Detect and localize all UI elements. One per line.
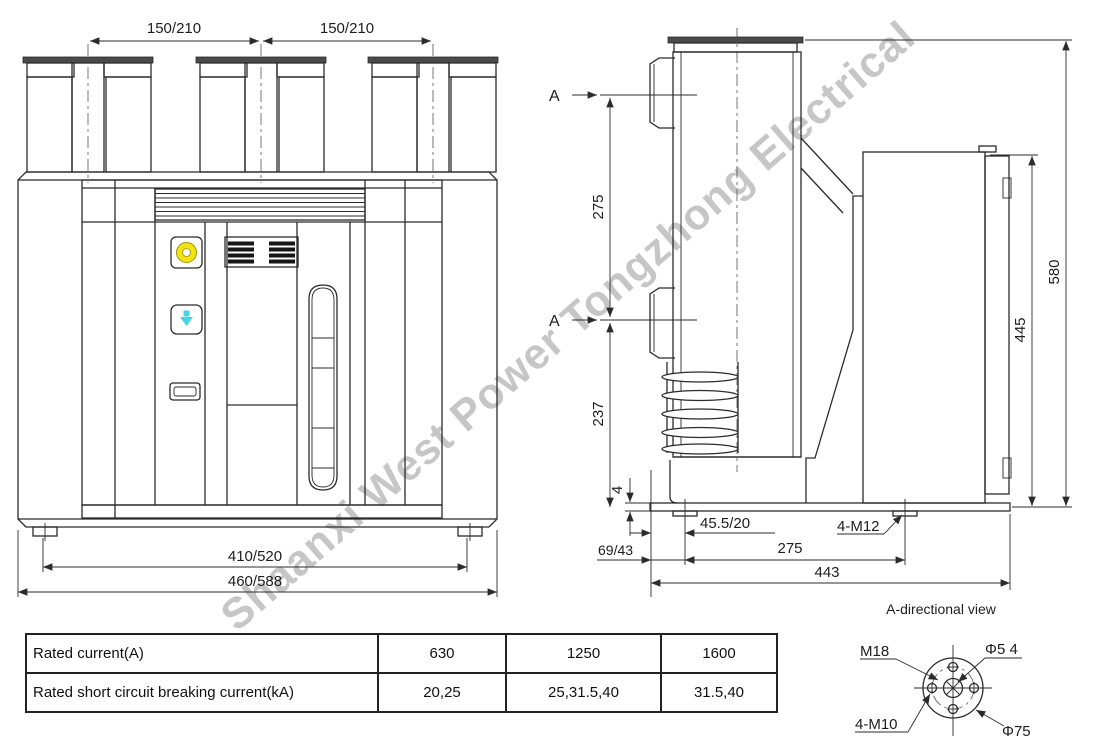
dim-mount-width: 410/520 [228, 548, 282, 565]
row-label: Rated current(A) [25, 633, 379, 674]
bushing-cap [195, 56, 327, 64]
rating-table: Rated current(A) 630 1250 1600 Rated sho… [25, 633, 778, 713]
front-bushings [22, 56, 499, 173]
callout-center-thread: M18 [860, 643, 889, 660]
front-bottom-dimensions: 410/520 460/588 [17, 530, 498, 597]
front-enclosure [17, 171, 498, 541]
bolt-holes [926, 661, 980, 715]
section-markers: A A [549, 88, 697, 330]
dim-overall-width: 460/588 [228, 573, 282, 590]
dim-front-edge-offset: 69/43 [598, 542, 633, 558]
callout-holes: 4-M10 [855, 716, 898, 733]
a-view-title: A-directional view [886, 601, 997, 617]
cyan-indicator-icon [180, 310, 193, 326]
a-directional-view: A-directional view M18 Φ5 4 [855, 601, 1031, 740]
side-view: A A 275 237 4 [549, 28, 1072, 597]
side-left-dimensions: 275 237 4 [590, 98, 650, 536]
mechanism-box [800, 137, 1012, 504]
cell-value: 1600 [660, 633, 778, 674]
dim-foot-pitch: 275 [777, 540, 802, 557]
dim-pole-pitch-right: 150/210 [320, 20, 374, 37]
base-frame [649, 456, 1011, 521]
row-label: Rated short circuit breaking current(kA) [25, 672, 379, 713]
side-right-dimensions: 445 580 [805, 39, 1072, 508]
dim-pole-pitch-left: 150/210 [147, 20, 201, 37]
center-hole [942, 677, 964, 699]
side-bottom-dimensions: 45.5/20 69/43 275 443 4-M12 [597, 470, 1011, 597]
callout-foot-holes: 4-M12 [837, 518, 880, 535]
vent-grilles [224, 236, 299, 268]
louver-strip [154, 188, 366, 221]
cell-value: 20,25 [377, 672, 507, 713]
front-panel [81, 179, 443, 519]
front-top-dimensions: 150/210 150/210 [90, 20, 431, 45]
lower-bushing-sheds [661, 362, 739, 455]
charging-handle-slot[interactable] [169, 382, 201, 401]
lower-terminal [649, 287, 675, 359]
pole-cap [667, 36, 804, 44]
table-row: Rated current(A) 630 1250 1600 [25, 633, 778, 674]
dim-lower-terminal-height: 237 [590, 401, 607, 426]
terminal-outer-circle [922, 657, 984, 719]
section-a-bottom: A [549, 313, 560, 330]
front-view: 150/210 150/210 [17, 20, 499, 597]
dim-base-plate-thickness: 4 [609, 486, 626, 494]
dim-front-foot-offset: 45.5/20 [700, 515, 750, 532]
bushing-cap [367, 56, 499, 64]
upper-terminal [649, 57, 675, 129]
cell-value: 630 [377, 633, 507, 674]
position-window [308, 284, 338, 491]
cell-value: 25,31.5,40 [505, 672, 662, 713]
cell-value: 1250 [505, 633, 662, 674]
dim-terminal-spacing: 275 [590, 194, 607, 219]
dim-overall-height: 580 [1046, 259, 1063, 284]
table-row: Rated short circuit breaking current(kA)… [25, 672, 778, 713]
dim-overall-depth: 443 [814, 564, 839, 581]
cell-value: 31.5,40 [660, 672, 778, 713]
dim-frame-height: 445 [1012, 317, 1029, 342]
section-a-top: A [549, 88, 560, 105]
opening-button[interactable] [170, 304, 203, 335]
rear-cover-panel [984, 155, 1010, 495]
callout-outer-dia: Φ75 [1002, 723, 1031, 740]
closing-indicator[interactable] [170, 236, 203, 269]
callout-bolt-circle: Φ5 4 [985, 641, 1018, 658]
bushing-cap [22, 56, 154, 64]
